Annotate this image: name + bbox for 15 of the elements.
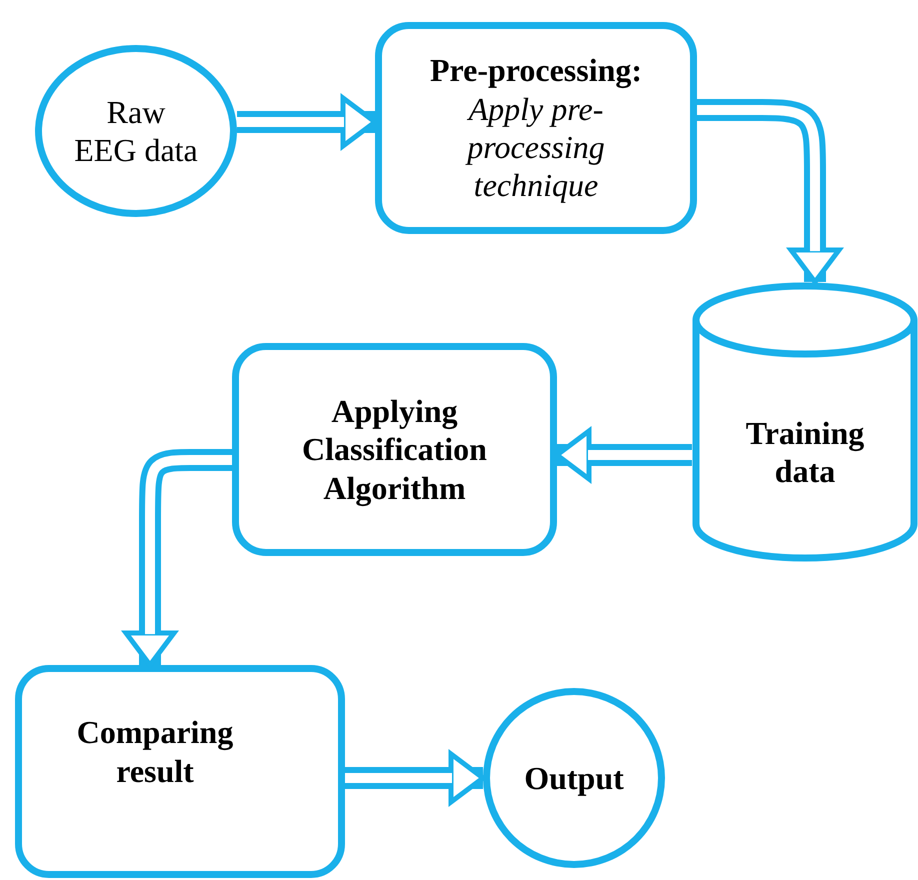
block-arrow [237, 96, 378, 148]
node-label: Raw EEG data [73, 92, 199, 170]
process-box [375, 22, 697, 234]
node-label: Training data [744, 414, 866, 490]
block-arrow [696, 99, 842, 284]
process-box [232, 343, 557, 556]
database-cylinder [692, 282, 918, 562]
block-arrow [345, 752, 486, 804]
node-heading: Pre-processing: [430, 51, 642, 90]
node-label: Applying Classification Algorithm [301, 392, 488, 508]
node-label: Apply pre-processing technique [464, 90, 606, 205]
node-label: Comparing result [76, 713, 234, 790]
block-arrow [554, 428, 692, 482]
node-label: Output [524, 758, 624, 798]
process-box [15, 665, 345, 878]
